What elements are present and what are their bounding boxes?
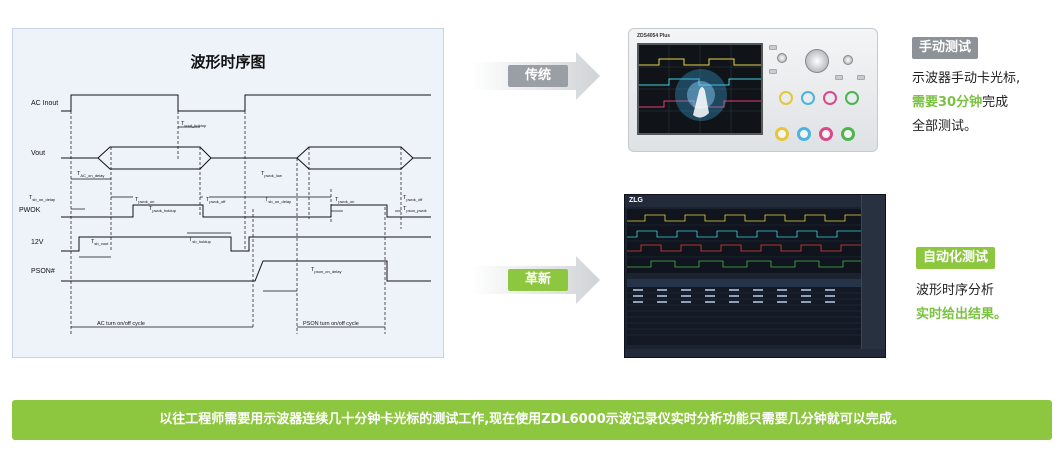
pwok-waveform	[61, 204, 431, 218]
hand-touch-icon	[693, 87, 709, 118]
scope-traces	[639, 45, 761, 133]
tag-auto-test: 自动化测试	[916, 247, 996, 269]
label-t-sb-holdup: Tsb_holdup	[189, 237, 212, 244]
signal-ac-input: AC Inout	[31, 100, 58, 107]
channel-4-knob-icon	[845, 91, 859, 105]
channel-3-knob-icon	[823, 91, 837, 105]
timing-waveforms: AC Inout Vout PWOK 12V PSON# Tvout_holdu…	[19, 94, 431, 334]
label-t-pwok-holdup: Tpwok_holdup	[149, 206, 177, 213]
arrow-innovation: 革新	[472, 256, 602, 304]
caption-traditional-line2-rest: 完成	[982, 95, 1009, 110]
vout-waveform	[61, 146, 431, 159]
main-knob-icon	[805, 49, 829, 73]
oscilloscope-brand: ZDS4054 Plus	[637, 33, 671, 39]
label-t-sb-on-delay: Tsb_on_delay	[29, 195, 55, 202]
label-t-pwok-low: Tpwok_low	[261, 171, 282, 178]
caption-traditional-line2: 需要30分钟完成	[912, 91, 1020, 115]
channel-1-knob-icon	[779, 91, 793, 105]
ac-input-waveform	[61, 94, 431, 112]
label-t-sb-on-delay-2: Tsb_on_delay	[265, 197, 291, 204]
label-t-pwok-off-1: Tpwok_off	[206, 197, 226, 204]
pson-waveform	[61, 260, 431, 282]
signal-12v: 12V	[31, 239, 44, 246]
channel-3-input-icon	[819, 127, 833, 141]
label-t-pwok-off-2: Tpwok_off	[403, 195, 423, 202]
signal-pwok: PWOK	[19, 207, 41, 214]
label-t-pwok-on: Tpwok_on	[135, 197, 154, 204]
signal-pson: PSON#	[31, 268, 55, 275]
channel-4-input-icon	[841, 127, 855, 141]
software-waveform-view	[627, 209, 861, 273]
arrow-label-traditional: 传统	[508, 65, 568, 87]
oscilloscope-screen	[637, 43, 763, 135]
software-traces	[627, 214, 861, 268]
label-t-vout-holdup: Tvout_holdup	[181, 121, 207, 128]
label-t-sb-vout: Tsb_vout	[91, 239, 109, 246]
channel-2-knob-icon	[801, 91, 815, 105]
software-side-panel	[861, 195, 885, 357]
software-status-bar	[625, 349, 885, 357]
signal-vout: Vout	[31, 150, 45, 157]
label-t-pson-on-delay: Tpson_on_delay	[311, 267, 342, 274]
label-t-pson-pwok: Tpson_pwok	[403, 206, 427, 213]
oscilloscope-body: ZDS4054 Plus	[628, 28, 878, 152]
panel-button-icon	[769, 45, 777, 50]
recorder-software-image: ZLG	[624, 194, 886, 358]
channel-2-input-icon	[797, 127, 811, 141]
timing-diagram: 波形时序图	[12, 28, 444, 358]
caption-innovation-line2: 实时给出结果。	[916, 307, 1008, 322]
panel-button-icon	[857, 75, 865, 80]
caption-traditional-line3: 全部测试。	[912, 119, 978, 134]
channel-1-input-icon	[775, 127, 789, 141]
software-measurement-table	[627, 279, 861, 345]
caption-traditional: 手动测试 示波器手动卡光标, 需要30分钟完成 全部测试。	[912, 36, 1020, 139]
caption-traditional-line1: 示波器手动卡光标,	[912, 71, 1021, 86]
label-pson-cycle: PSON turn on/off cycle	[303, 321, 359, 327]
oscilloscope-image: ZDS4054 Plus	[628, 22, 878, 158]
software-toolbar: ZLG	[625, 195, 885, 207]
12v-waveform	[61, 236, 431, 252]
software-table-grid	[627, 279, 861, 336]
tag-manual-test: 手动测试	[912, 37, 979, 59]
arrow-traditional: 传统	[472, 52, 602, 100]
software-logo: ZLG	[629, 197, 643, 204]
caption-innovation-line1: 波形时序分析	[916, 283, 995, 298]
label-ac-cycle: AC turn on/off cycle	[97, 321, 145, 327]
caption-highlight-30min: 需要30分钟	[912, 95, 983, 110]
label-t-ac-on-delay: TAC_on_delay	[77, 171, 104, 178]
caption-innovation: 自动化测试 波形时序分析 实时给出结果。	[916, 246, 1007, 327]
knob-icon	[843, 55, 853, 65]
arrow-label-innovation: 革新	[508, 269, 568, 291]
label-t-pwok-on-2: Tpwok_on	[335, 197, 354, 204]
bottom-banner: 以往工程师需要用示波器连续几十分钟卡光标的测试工作,现在使用ZDL6000示波记…	[12, 400, 1052, 440]
panel-button-icon	[769, 69, 777, 74]
knob-icon	[777, 53, 787, 63]
diagram-title: 波形时序图	[190, 53, 266, 71]
panel-button-icon	[835, 75, 843, 80]
